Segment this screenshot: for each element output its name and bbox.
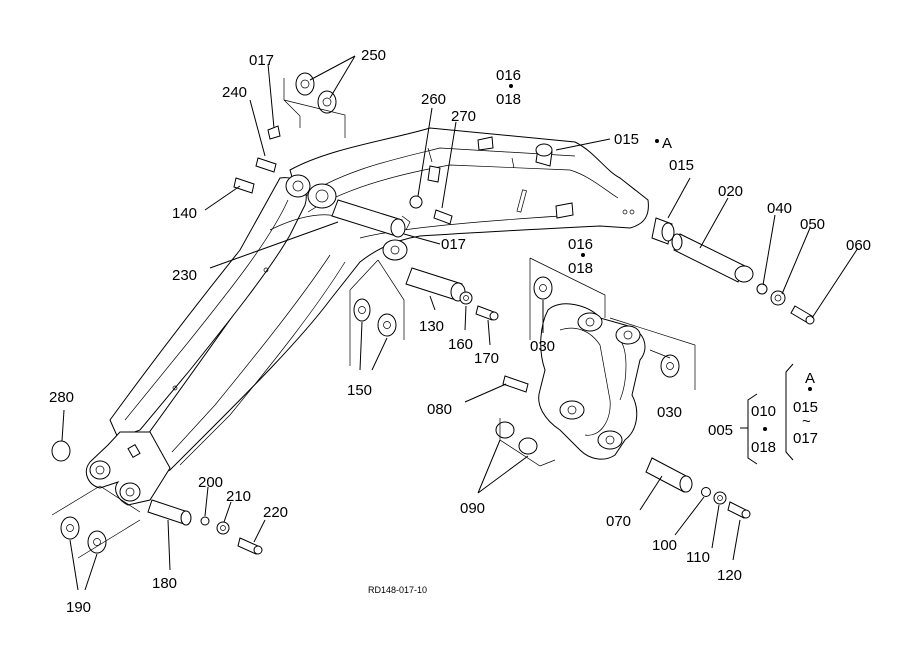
callout-label-240: 240 — [222, 84, 247, 101]
callout-label-017b: 017 — [441, 236, 466, 253]
hardware-parts — [51, 72, 815, 559]
swing-bracket — [538, 303, 646, 460]
callout-label-140: 140 — [172, 205, 197, 222]
callout-label-040: 040 — [767, 200, 792, 217]
callout-label-280: 280 — [49, 389, 74, 406]
boom-arm — [85, 127, 649, 506]
callout-label-016b: 016 — [568, 236, 593, 253]
callout-label-070: 070 — [606, 513, 631, 530]
callout-label-100: 100 — [652, 537, 677, 554]
callout-label-015b: 015 — [669, 157, 694, 174]
callout-label-018c: 018 — [751, 439, 776, 456]
leader-lines — [61, 55, 859, 591]
callout-label-010: 010 — [751, 403, 776, 420]
callout-label-130: 130 — [419, 318, 444, 335]
callout-label-015c: 015 — [793, 399, 818, 416]
callout-label-150: 150 — [347, 382, 372, 399]
callout-label-017a: 017 — [249, 52, 274, 69]
drawing-code: RD148-017-10 — [368, 585, 427, 595]
callout-label-120: 120 — [717, 567, 742, 584]
callout-label-017c: 017 — [793, 430, 818, 447]
callout-label-180: 180 — [152, 575, 177, 592]
callout-label-270: 270 — [451, 108, 476, 125]
callout-label-018b: 018 — [568, 260, 593, 277]
callout-label-250: 250 — [361, 47, 386, 64]
callout-label-030b: 030 — [657, 404, 682, 421]
callout-label-A2: A — [805, 370, 815, 387]
callout-label-230: 230 — [172, 267, 197, 284]
callout-label-090: 090 — [460, 500, 485, 517]
dot-markers — [509, 84, 812, 431]
callout-label-160: 160 — [448, 336, 473, 353]
callout-label-016a: 016 — [496, 67, 521, 84]
callout-label-050: 050 — [800, 216, 825, 233]
callout-label-190: 190 — [66, 599, 91, 616]
callout-label-020: 020 — [718, 183, 743, 200]
callout-label-260: 260 — [421, 91, 446, 108]
callout-label-170: 170 — [474, 350, 499, 367]
callout-label-015a: 015 — [614, 131, 639, 148]
callout-label-200: 200 — [198, 474, 223, 491]
callout-label-220: 220 — [263, 504, 288, 521]
callout-label-060: 060 — [846, 237, 871, 254]
callout-label-018a: 018 — [496, 91, 521, 108]
callout-label-A1: A — [662, 135, 672, 152]
callout-label-030a: 030 — [530, 338, 555, 355]
callout-label-005: 005 — [708, 422, 733, 439]
callout-label-080: 080 — [427, 401, 452, 418]
callout-label-210: 210 — [226, 488, 251, 505]
callout-label-110: 110 — [686, 549, 710, 566]
callout-label-tilde: ~ — [802, 413, 811, 430]
